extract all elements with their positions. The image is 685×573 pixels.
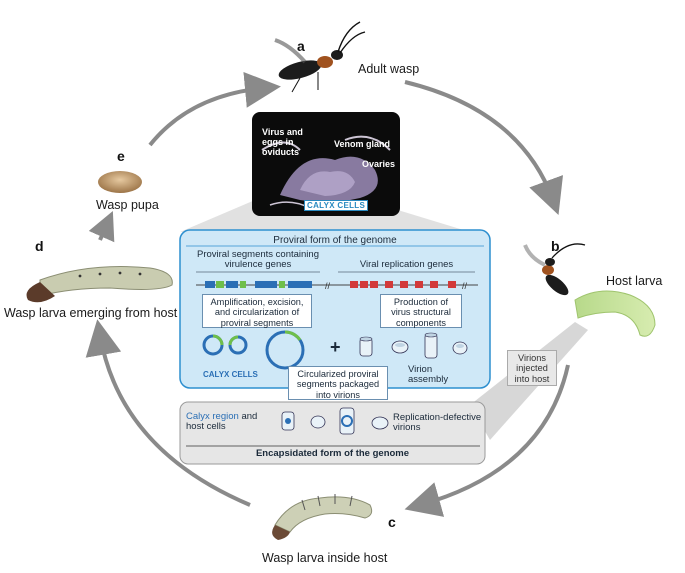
cycle-arrow-c-to-d xyxy=(85,319,251,507)
virulence-gene-segments xyxy=(205,281,312,288)
cycle-arrow-e-to-a xyxy=(148,71,281,147)
encapsidated-panel xyxy=(179,401,486,465)
proviral-panel-title: Proviral form of the genome xyxy=(273,235,397,246)
encapsidated-virions xyxy=(281,407,389,435)
ovary-tissue xyxy=(261,135,391,209)
wasp-pupa-image xyxy=(98,171,142,193)
stage-letter-c: c xyxy=(388,514,396,530)
label-ovaries: Ovaries xyxy=(362,159,396,169)
adult-wasp-image xyxy=(274,21,366,93)
label-calyx-region: Calyx region and host cells xyxy=(186,411,276,433)
label-venom-gland: Venom gland xyxy=(334,139,391,149)
host-larva-image xyxy=(523,243,656,337)
callout-packaged: Circularized proviral segments packaged … xyxy=(288,366,388,400)
label-replication-defective: Replication-defective virions xyxy=(393,412,482,434)
virion-components xyxy=(359,332,468,359)
svg-text://: // xyxy=(462,281,468,291)
callout-production: Production of virus structural component… xyxy=(380,294,462,328)
label-calyx-cells-panel: CALYX CELLS xyxy=(203,370,258,379)
callout-amplification: Amplification, excision, and circulariza… xyxy=(202,294,312,328)
circular-segments xyxy=(202,330,305,370)
cycle-arrow-b-to-c xyxy=(404,364,570,517)
stage-label-wasp-larva-emerging: Wasp larva emerging from host xyxy=(4,306,178,320)
label-proviral-segments: Proviral segments containing virulence g… xyxy=(197,249,319,271)
stage-label-host-larva: Host larva xyxy=(606,274,663,288)
label-virus-eggs-oviducts: Virus and eggs in oviducts xyxy=(262,127,303,157)
stage-letter-e: e xyxy=(117,148,125,164)
cycle-arrow-a-to-b xyxy=(404,80,564,216)
wasp-larva-inside-host-image xyxy=(272,494,373,540)
label-viral-replication-genes: Viral replication genes xyxy=(359,259,454,270)
label-calyx-cells-photo: CALYX CELLS xyxy=(304,200,369,211)
cycle-arrow-d-to-e xyxy=(88,211,115,243)
stage-letter-a: a xyxy=(297,38,305,54)
wasp-larva-emerging-image xyxy=(26,266,173,303)
stage-label-wasp-larva-inside-host: Wasp larva inside host xyxy=(262,551,388,565)
encapsidated-panel-title: Encapsidated form of the genome xyxy=(255,448,410,459)
label-virion-assembly: Virion assembly xyxy=(408,364,449,386)
stage-letter-d: d xyxy=(35,238,44,254)
stage-letter-b: b xyxy=(551,238,560,254)
stage-label-wasp-pupa: Wasp pupa xyxy=(96,198,159,212)
stage-label-adult-wasp: Adult wasp xyxy=(358,62,420,76)
plus-sign: + xyxy=(330,337,341,357)
callout-virions-injected: Virions injected into host xyxy=(507,350,557,386)
replication-gene-segments xyxy=(350,281,456,288)
calyx-region-text: Calyx region xyxy=(186,411,239,422)
host-cells-text: and host cells xyxy=(186,411,258,433)
svg-text://: // xyxy=(325,281,331,291)
